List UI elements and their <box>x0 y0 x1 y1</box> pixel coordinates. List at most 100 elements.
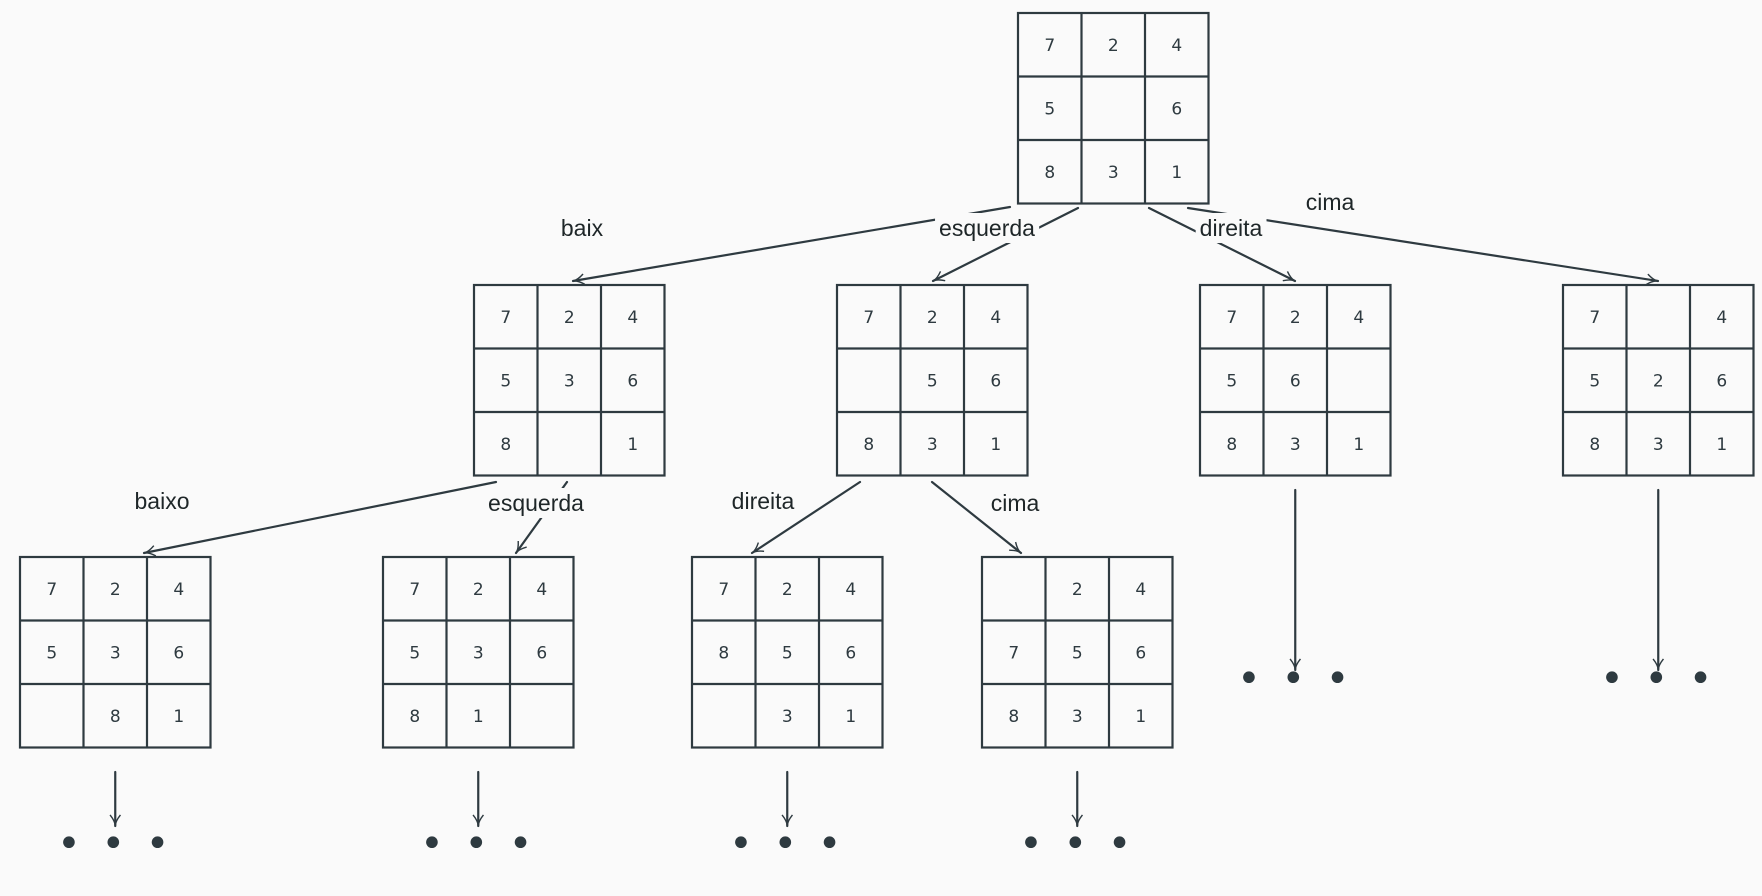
tile-5: 5 <box>1589 371 1600 391</box>
tile-8: 8 <box>718 643 729 663</box>
board-frame <box>18 555 212 749</box>
tile-3: 3 <box>927 435 938 455</box>
tile-6: 6 <box>536 643 547 663</box>
tile-5: 5 <box>500 371 511 391</box>
edge-label-n1-n6: esquerda <box>488 490 584 516</box>
tile-7: 7 <box>863 308 874 328</box>
continuation-ellipsis-n4: • • • <box>1600 656 1716 702</box>
board-frame <box>1016 11 1210 205</box>
edge-arrow-n2-n8 <box>930 480 1023 555</box>
tile-2: 2 <box>782 580 793 600</box>
tile-2: 2 <box>1108 36 1119 56</box>
tile-5: 5 <box>927 371 938 391</box>
tile-6: 6 <box>990 371 1001 391</box>
tile-5: 5 <box>46 643 57 663</box>
continuation-ellipsis-n8: • • • <box>1019 821 1135 867</box>
tile-8: 8 <box>1008 707 1019 727</box>
board-frame <box>472 283 666 477</box>
continuation-ellipsis-n6: • • • <box>420 821 536 867</box>
tile-6: 6 <box>173 643 184 663</box>
edge-label-root-n4: cima <box>1306 189 1355 215</box>
tile-1: 1 <box>1716 435 1727 455</box>
puzzle-board-root: 7 2 4 5 6 8 3 1 <box>1016 11 1210 205</box>
edge-label-gap <box>130 486 194 516</box>
edge-label-root-n3: direita <box>1200 215 1263 241</box>
continuations-layer: • • •• • •• • •• • •• • •• • • <box>57 488 1716 867</box>
tile-4: 4 <box>1135 580 1146 600</box>
tile-5: 5 <box>782 643 793 663</box>
puzzle-board-n3: 7 2 4 5 6 8 3 1 <box>1198 283 1392 477</box>
tile-2: 2 <box>927 308 938 328</box>
tile-4: 4 <box>627 308 638 328</box>
tile-8: 8 <box>500 435 511 455</box>
tile-6: 6 <box>1290 371 1301 391</box>
tile-4: 4 <box>1353 308 1364 328</box>
edge-label-gap <box>484 488 589 518</box>
tile-7: 7 <box>718 580 729 600</box>
tile-4: 4 <box>1171 36 1182 56</box>
board-frame <box>835 283 1029 477</box>
tile-1: 1 <box>1135 707 1146 727</box>
tile-5: 5 <box>409 643 420 663</box>
tile-3: 3 <box>110 643 121 663</box>
edge-label-n1-n5: baixo <box>135 488 190 514</box>
tile-6: 6 <box>1135 643 1146 663</box>
tile-1: 1 <box>990 435 1001 455</box>
tile-5: 5 <box>1072 643 1083 663</box>
tile-7: 7 <box>409 580 420 600</box>
edge-label-root-n2: esquerda <box>939 215 1035 241</box>
tile-1: 1 <box>845 707 856 727</box>
edge-label-gap <box>727 486 799 516</box>
continuation-ellipsis-n3: • • • <box>1237 656 1353 702</box>
continuation-ellipsis-n7: • • • <box>729 821 845 867</box>
tile-3: 3 <box>1653 435 1664 455</box>
tile-1: 1 <box>1353 435 1364 455</box>
tile-5: 5 <box>1044 99 1055 119</box>
tile-3: 3 <box>473 643 484 663</box>
tile-4: 4 <box>990 308 1001 328</box>
tile-8: 8 <box>110 707 121 727</box>
tile-2: 2 <box>1653 371 1664 391</box>
tile-7: 7 <box>1044 36 1055 56</box>
tile-8: 8 <box>1589 435 1600 455</box>
board-frame <box>1198 283 1392 477</box>
tile-3: 3 <box>1108 163 1119 183</box>
tile-4: 4 <box>173 580 184 600</box>
edge-label-root-n1: baix <box>561 215 604 241</box>
tile-7: 7 <box>1226 308 1237 328</box>
tile-1: 1 <box>173 707 184 727</box>
tile-7: 7 <box>1589 308 1600 328</box>
tile-8: 8 <box>1226 435 1237 455</box>
board-frame <box>980 555 1174 749</box>
tile-7: 7 <box>500 308 511 328</box>
edge-label-gap <box>1301 187 1359 217</box>
tile-1: 1 <box>1171 163 1182 183</box>
edge-label-gap <box>556 213 608 243</box>
tile-6: 6 <box>1171 99 1182 119</box>
edge-label-gap <box>1195 213 1267 243</box>
edge-arrow-root-n2 <box>931 206 1080 283</box>
edge-label-gap <box>935 213 1040 243</box>
tile-8: 8 <box>1044 163 1055 183</box>
tile-3: 3 <box>782 707 793 727</box>
tile-3: 3 <box>564 371 575 391</box>
tile-7: 7 <box>1008 643 1019 663</box>
edge-label-n2-n7: direita <box>732 488 795 514</box>
tile-5: 5 <box>1226 371 1237 391</box>
tile-3: 3 <box>1290 435 1301 455</box>
tile-6: 6 <box>1716 371 1727 391</box>
tile-1: 1 <box>627 435 638 455</box>
edge-label-gap <box>986 488 1044 518</box>
edge-label-n2-n8: cima <box>991 490 1040 516</box>
tile-2: 2 <box>1290 308 1301 328</box>
labels-layer: baix esquerda direita cima baixo esquerda dire… <box>130 187 1359 518</box>
board-frame <box>1561 283 1755 477</box>
